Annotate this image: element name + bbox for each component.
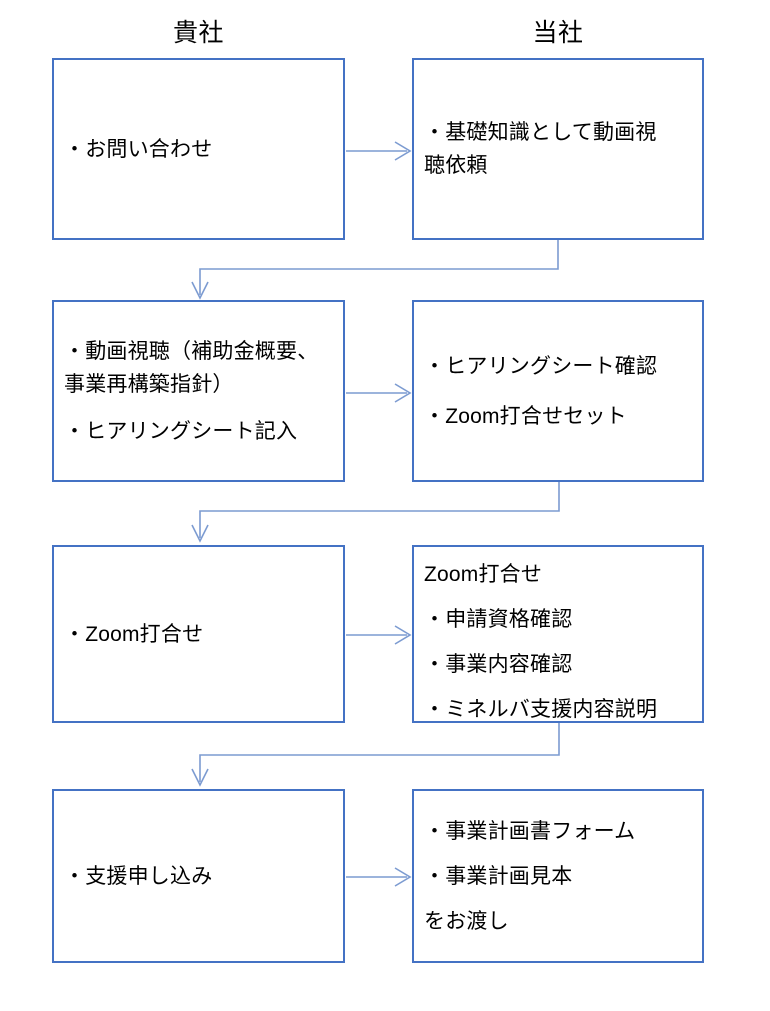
arrow-row2-to-row3 [191, 482, 560, 543]
node-inquiry[interactable]: ・お問い合わせ [52, 58, 345, 240]
arrow-row2-lr [346, 383, 412, 403]
node-zoom-agenda-line-3: ・ミネルバ支援内容説明 [424, 698, 658, 721]
node-watch-video-body: ・動画視聴（補助金概要、 事業再構築指針） ・ヒアリングシート記入 [54, 335, 343, 448]
arrow-row1-to-row2 [191, 240, 559, 300]
arrow-row3-to-row4 [191, 723, 560, 787]
node-zoom-agenda-heading: Zoom打合せ [424, 563, 543, 586]
node-deliverables[interactable]: ・事業計画書フォーム ・事業計画見本 をお渡し [412, 789, 704, 963]
node-watch-video[interactable]: ・動画視聴（補助金概要、 事業再構築指針） ・ヒアリングシート記入 [52, 300, 345, 482]
node-deliverables-line-3: をお渡し [424, 909, 509, 933]
column-header-us: 当社 [532, 19, 584, 47]
node-inquiry-line-1: ・お問い合わせ [64, 137, 213, 161]
node-zoom-agenda-body: Zoom打合せ ・申請資格確認 ・事業内容確認 ・ミネルバ支援内容説明 [414, 559, 702, 725]
column-header-client: 貴社 [172, 19, 224, 47]
node-check-sheet-body: ・ヒアリングシート確認 ・Zoom打合せセット [414, 351, 702, 432]
node-video-request-body: ・基礎知識として動画視 聴依頼 [414, 116, 702, 182]
node-zoom-agenda-line-2: ・事業内容確認 [424, 653, 573, 676]
node-zoom-agenda[interactable]: Zoom打合せ ・申請資格確認 ・事業内容確認 ・ミネルバ支援内容説明 [412, 545, 704, 723]
node-watch-video-line-2: 事業再構築指針） [64, 372, 234, 396]
node-video-request-line-1: ・基礎知識として動画視 [424, 121, 657, 144]
node-apply-support[interactable]: ・支援申し込み [52, 789, 345, 963]
arrow-row1-lr [346, 141, 412, 161]
node-watch-video-line-1: ・動画視聴（補助金概要、 [64, 339, 319, 363]
node-deliverables-line-2: ・事業計画見本 [424, 864, 573, 888]
node-zoom-meeting[interactable]: ・Zoom打合せ [52, 545, 345, 723]
node-apply-support-line-1: ・支援申し込み [64, 864, 213, 888]
node-check-sheet-line-1: ・ヒアリングシート確認 [424, 354, 658, 378]
node-video-request[interactable]: ・基礎知識として動画視 聴依頼 [412, 58, 704, 240]
node-zoom-meeting-line-1: ・Zoom打合せ [64, 622, 204, 646]
node-deliverables-body: ・事業計画書フォーム ・事業計画見本 をお渡し [414, 816, 702, 937]
node-video-request-line-2: 聴依頼 [424, 154, 488, 177]
node-check-sheet[interactable]: ・ヒアリングシート確認 ・Zoom打合せセット [412, 300, 704, 482]
node-zoom-agenda-line-1: ・申請資格確認 [424, 608, 573, 631]
arrow-row3-lr [346, 625, 412, 645]
node-inquiry-body: ・お問い合わせ [54, 134, 343, 165]
node-apply-support-body: ・支援申し込み [54, 861, 343, 892]
node-zoom-meeting-body: ・Zoom打合せ [54, 619, 343, 650]
node-watch-video-line-3: ・ヒアリングシート記入 [64, 419, 298, 443]
node-check-sheet-line-2: ・Zoom打合せセット [424, 404, 627, 428]
node-deliverables-line-1: ・事業計画書フォーム [424, 819, 636, 843]
arrow-row4-lr [346, 867, 412, 887]
